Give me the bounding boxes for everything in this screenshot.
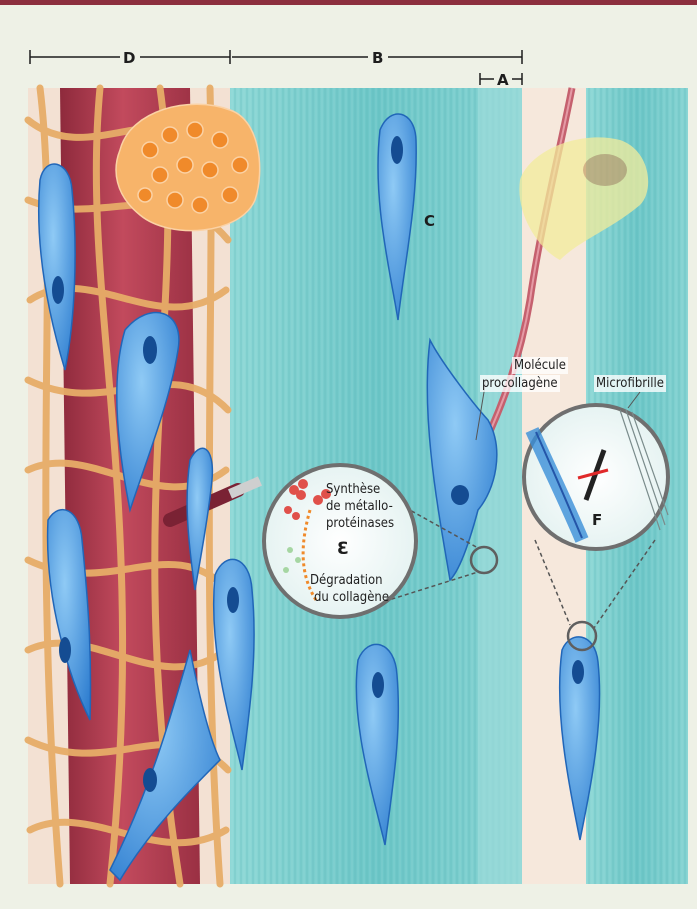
annotation-molecule-2: procollagène [480,375,560,392]
label-f: F [592,511,602,529]
label-e: Ɛ [337,539,349,559]
scale-bars [30,50,522,85]
annotation-synthese-1: Synthèse [326,481,380,498]
annotation-molecule-1: Molécule [512,357,568,374]
label-c: C [424,212,435,230]
label-b: B [372,49,383,67]
annotation-degradation-1: Dégradation [310,572,383,589]
orange-cell-cluster [116,104,260,230]
label-a: A [497,71,509,89]
annotation-synthese-3: protéinases [326,515,394,532]
annotation-degradation-2: du collagène [314,589,389,606]
label-d: D [123,49,135,67]
tendon-illustration [0,5,697,909]
figure-frame: D B A C Ɛ F Molécule procollagène Microf… [0,5,697,909]
annotation-synthese-2: de métallo- [326,498,393,515]
annotation-microfibrille: Microfibrille [594,375,666,392]
